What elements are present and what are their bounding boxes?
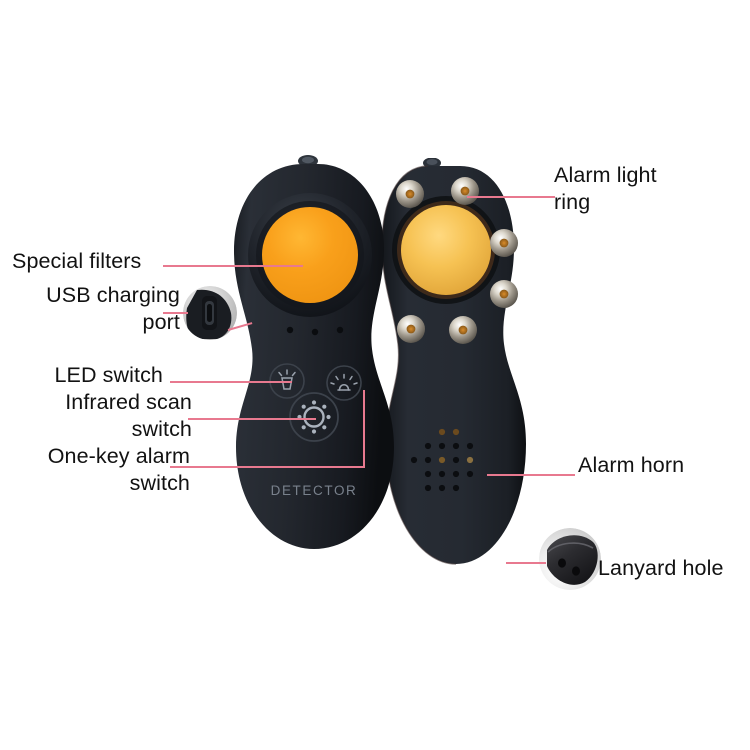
lanyard-holes <box>558 558 580 576</box>
back-lens <box>401 205 491 295</box>
callout-line: One-key alarm <box>47 444 190 468</box>
device-back <box>380 158 530 570</box>
one-key-alarm-button[interactable] <box>326 365 362 401</box>
brand-text: DETECTOR <box>271 483 358 498</box>
callout-line: Alarm light <box>554 163 657 187</box>
callout-alarm-light-ring: Alarm light ring <box>554 162 734 216</box>
leader-infrared-scan-switch <box>188 418 316 420</box>
leader-one-key-alarm-h <box>170 466 365 468</box>
callout-lanyard-hole: Lanyard hole <box>598 555 750 582</box>
callout-infrared-scan-switch: Infrared scan switch <box>20 389 192 443</box>
callout-line: USB charging <box>46 283 180 307</box>
callout-one-key-alarm-switch: One-key alarm switch <box>10 443 190 497</box>
callout-alarm-horn: Alarm horn <box>578 452 738 479</box>
callout-line: port <box>142 310 180 334</box>
callout-line: Alarm horn <box>578 453 685 477</box>
leader-one-key-alarm-v <box>363 390 365 468</box>
callout-line: Infrared scan <box>65 390 192 414</box>
leader-usb-charging-port-a <box>163 312 188 314</box>
usb-port-inset <box>183 286 237 340</box>
leader-alarm-light-ring <box>467 196 555 198</box>
callout-line: ring <box>554 190 591 214</box>
callout-line: switch <box>129 471 190 495</box>
microphone-holes <box>286 326 344 336</box>
infrared-scan-button[interactable] <box>289 392 339 442</box>
leader-led-switch <box>170 381 292 383</box>
callout-usb-charging-port: USB charging port <box>8 282 180 336</box>
callout-line: LED switch <box>54 363 163 387</box>
special-filter-lens <box>262 207 358 303</box>
leader-special-filters <box>163 265 303 267</box>
radar-icon <box>297 400 331 434</box>
usb-port-opening <box>207 304 212 322</box>
callout-line: switch <box>131 417 192 441</box>
leader-alarm-horn <box>487 474 575 476</box>
callout-line: Lanyard hole <box>598 556 724 580</box>
siren-icon <box>330 373 358 391</box>
lanyard-hole-inset <box>539 528 601 590</box>
callout-line: Special filters <box>12 249 142 273</box>
alarm-light-ring-leds <box>396 177 518 344</box>
flashlight-icon <box>278 369 296 390</box>
callout-special-filters: Special filters <box>12 248 172 275</box>
alarm-horn-grille <box>410 428 474 492</box>
leader-lanyard-hole <box>506 562 546 564</box>
callout-led-switch: LED switch <box>20 362 163 389</box>
device-front: DETECTOR <box>222 155 412 555</box>
